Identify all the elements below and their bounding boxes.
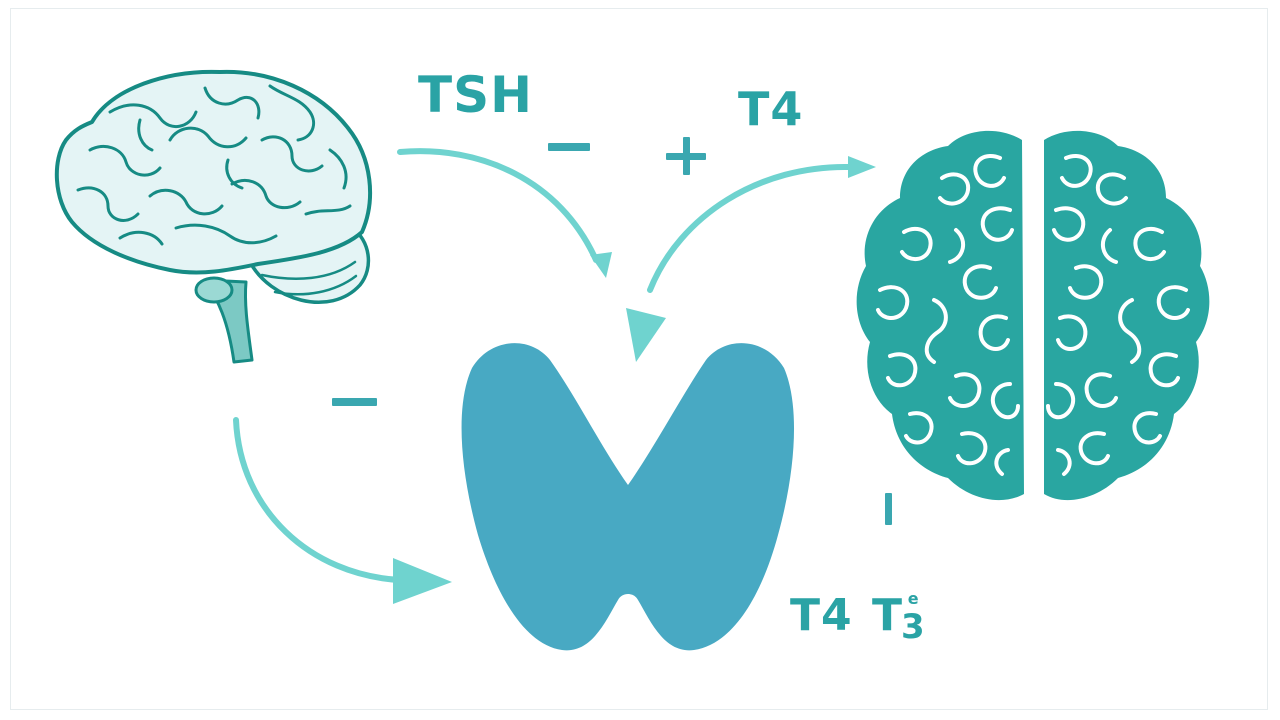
tsh-label: TSH — [418, 66, 533, 124]
t3-label: T3e — [872, 589, 925, 647]
thyroid-gland-icon — [461, 343, 795, 651]
solid-brain-icon — [856, 130, 1210, 501]
tsh-arrowhead-icon — [590, 252, 612, 278]
left-minus-sign — [332, 398, 377, 406]
right-vertical-mark — [885, 493, 892, 525]
t4-bottom-label: T4 — [790, 590, 853, 641]
top-minus-sign — [548, 143, 590, 151]
diagram-frame — [10, 8, 1268, 710]
t4-arrow-to-brain — [647, 163, 853, 293]
tsh-arrow — [397, 148, 599, 263]
top-plus-sign-vertical — [683, 137, 690, 175]
t3-main: T — [872, 590, 904, 641]
bottom-arrowhead-icon — [393, 558, 452, 604]
feedback-arrow-bottom — [233, 417, 403, 583]
cerebrum-icon — [54, 69, 373, 275]
t3-superscript: e — [907, 589, 920, 608]
arrows — [233, 148, 853, 583]
outline-brain-icon — [54, 69, 373, 364]
t3-subscript: 3 — [901, 607, 926, 647]
pituitary-gland-icon — [194, 276, 234, 304]
arrowheads — [393, 156, 876, 604]
right-hemisphere-icon — [1044, 130, 1210, 501]
thyroid-arrowhead-icon — [626, 308, 666, 362]
t4-top-label: T4 — [738, 82, 804, 136]
brain-arrowhead-icon — [848, 156, 876, 178]
